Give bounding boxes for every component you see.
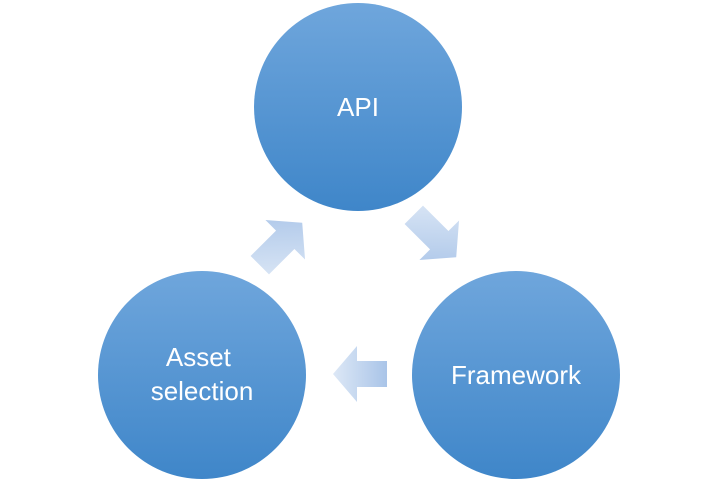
node-framework-label-line-1: Framework <box>451 360 582 390</box>
node-asset-selection: Asset selection <box>98 271 306 479</box>
node-asset-selection-label: Asset selection <box>151 342 254 406</box>
node-api-label-line-1: API <box>337 92 379 122</box>
arrow-asset-selection-to-api <box>250 219 306 275</box>
node-framework: Framework <box>412 271 620 479</box>
arrow-api-to-framework <box>404 205 460 261</box>
node-framework-label: Framework <box>451 360 582 390</box>
node-asset-selection-label-line-2: selection <box>151 376 254 406</box>
node-asset-selection-label-line-1: Asset <box>166 342 232 372</box>
node-api-label: API <box>337 92 379 122</box>
arrow-framework-to-asset-selection <box>333 346 387 402</box>
node-api: API <box>254 3 462 211</box>
